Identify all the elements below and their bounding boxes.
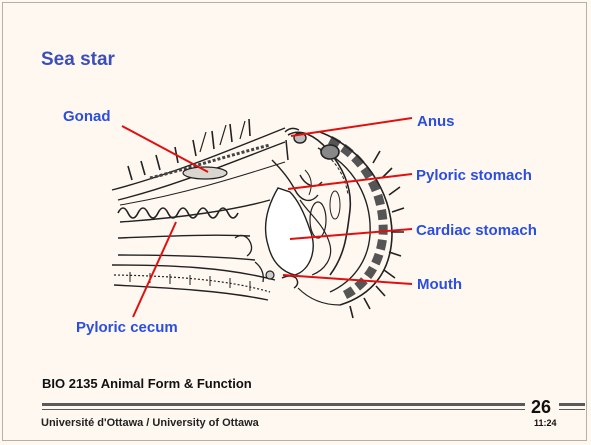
label-gonad: Gonad (63, 108, 111, 125)
footer-rule (42, 403, 525, 406)
pyloric-stomach-arrow (288, 174, 412, 189)
label-pyloric-stomach: Pyloric stomach (416, 167, 532, 184)
anus-arrow (291, 118, 412, 136)
slide-time: 11:24 (534, 418, 557, 428)
arm-outline-top (112, 128, 285, 190)
cardiac-stomach-shape (266, 188, 314, 275)
label-cardiac-stomach: Cardiac stomach (416, 222, 537, 239)
university-name: Université d'Ottawa / University of Otta… (41, 417, 259, 429)
footer-rule-thin-right (559, 409, 585, 410)
gonad-shape (183, 167, 227, 179)
footer-rule-right (559, 403, 585, 406)
label-anus: Anus (417, 113, 455, 130)
label-mouth: Mouth (417, 276, 462, 293)
course-title: BIO 2135 Animal Form & Function (42, 376, 252, 391)
page-number: 26 (531, 397, 551, 418)
footer-rule-thin (42, 409, 525, 410)
label-pyloric-cecum: Pyloric cecum (76, 319, 178, 336)
sea-star-arm (112, 119, 285, 300)
